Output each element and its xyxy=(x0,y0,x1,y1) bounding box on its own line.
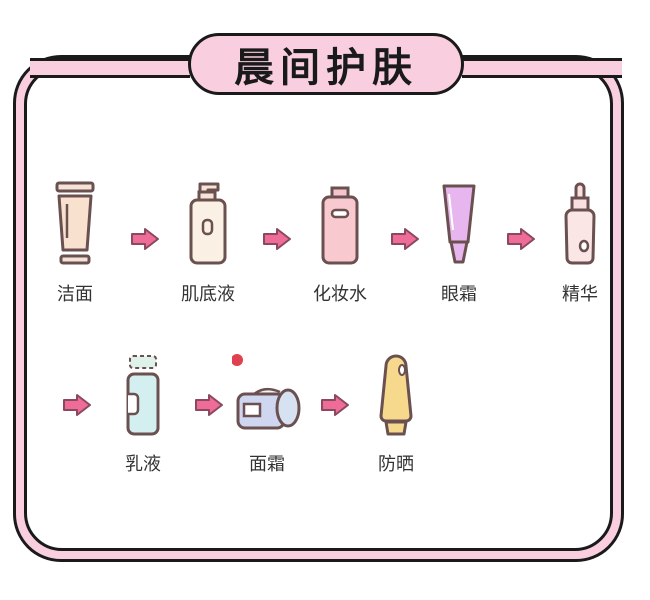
step-lotion: 乳液 xyxy=(98,350,188,476)
arrow-right-icon xyxy=(131,228,159,250)
step-face-cream: 面霜 xyxy=(222,350,312,476)
step-eye-cream: 眼霜 xyxy=(414,180,504,306)
cleanser-tube-icon xyxy=(30,180,120,266)
step-label: 精华 xyxy=(562,284,598,305)
cream-jar-icon xyxy=(222,350,312,436)
title-badge: 晨间护肤 xyxy=(188,33,464,95)
arrow-right-icon xyxy=(195,394,223,416)
step-toner: 化妆水 xyxy=(295,180,385,306)
lotion-bottle-icon xyxy=(98,350,188,436)
title-bar-right xyxy=(462,58,622,78)
sunscreen-bottle-icon xyxy=(351,350,441,436)
pump-bottle-icon xyxy=(163,180,253,266)
arrow-right-icon xyxy=(63,394,91,416)
title-bar-left xyxy=(30,58,190,78)
arrow-right-icon xyxy=(263,228,291,250)
step-label: 洁面 xyxy=(57,284,93,305)
eye-cream-tube-icon xyxy=(414,180,504,266)
step-cleanser: 洁面 xyxy=(30,180,120,306)
toner-bottle-icon xyxy=(295,180,385,266)
page-title: 晨间护肤 xyxy=(234,45,418,91)
step-primer-essence: 肌底液 xyxy=(163,180,253,306)
step-label: 乳液 xyxy=(125,454,161,475)
content-frame xyxy=(13,55,624,562)
arrow-right-icon xyxy=(507,228,535,250)
step-label: 肌底液 xyxy=(181,284,235,305)
step-sunscreen: 防晒 xyxy=(351,350,441,476)
step-label: 面霜 xyxy=(249,454,285,475)
strawberry-icon xyxy=(232,354,243,366)
arrow-right-icon xyxy=(391,228,419,250)
step-label: 眼霜 xyxy=(441,284,477,305)
step-label: 防晒 xyxy=(378,454,414,475)
step-label: 化妆水 xyxy=(313,284,367,305)
step-serum: 精华 xyxy=(535,180,625,306)
arrow-right-icon xyxy=(321,394,349,416)
content-panel xyxy=(24,66,613,551)
serum-dropper-icon xyxy=(535,180,625,266)
